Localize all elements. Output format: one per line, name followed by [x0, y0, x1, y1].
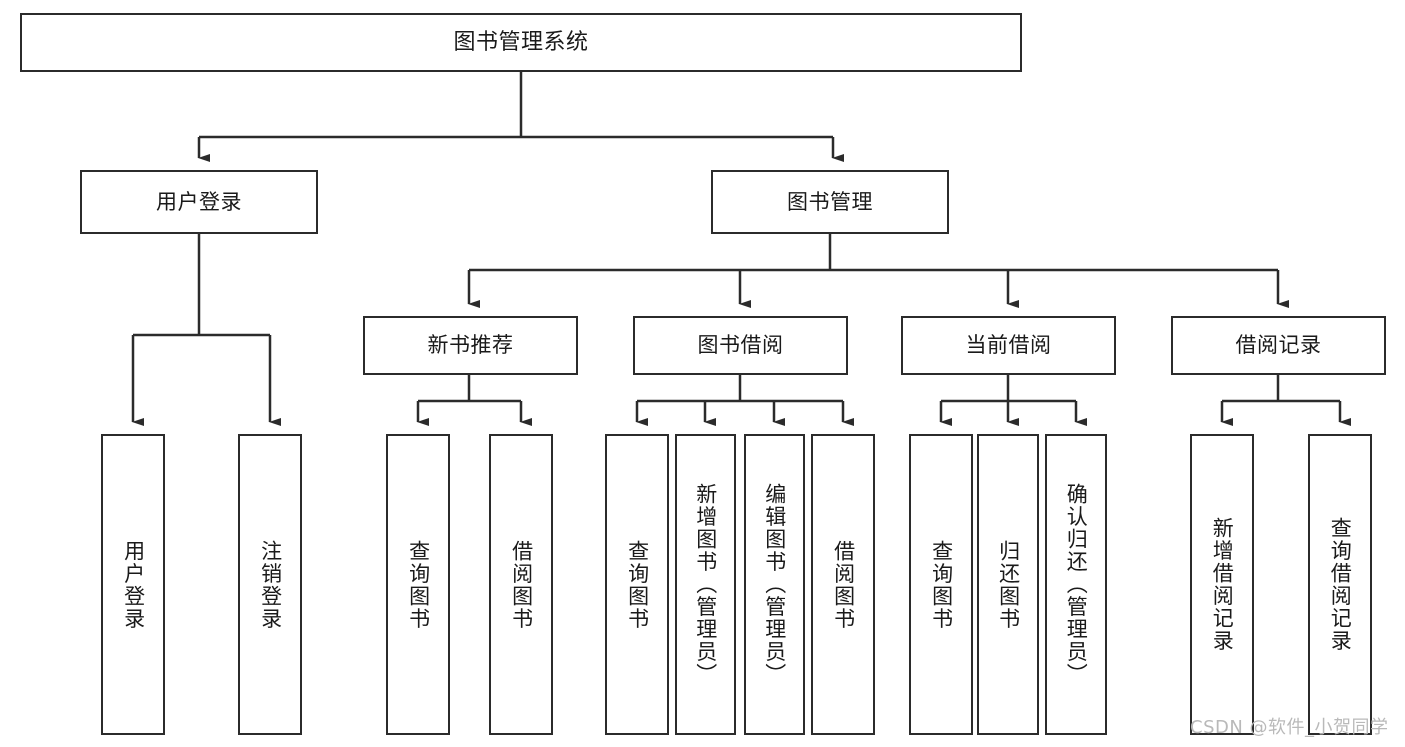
node-label: 确认归还（管理员）: [1064, 483, 1089, 686]
node-borrow-record[interactable]: 借阅记录: [1171, 316, 1386, 375]
node-leaf-query-record[interactable]: 查询借阅记录: [1308, 434, 1372, 735]
node-label: 用户登录: [121, 539, 146, 630]
node-leaf-borrow-book-1[interactable]: 借阅图书: [489, 434, 553, 735]
node-leaf-query-book-2[interactable]: 查询图书: [605, 434, 669, 735]
node-label: 新书推荐: [427, 333, 514, 358]
node-leaf-user-login[interactable]: 用户登录: [101, 434, 165, 735]
node-label: 编辑图书（管理员）: [762, 483, 787, 686]
node-label: 借阅图书: [509, 539, 534, 630]
node-label: 新增图书（管理员）: [693, 483, 718, 686]
node-current-borrow[interactable]: 当前借阅: [901, 316, 1116, 375]
node-new-book-recommend[interactable]: 新书推荐: [363, 316, 578, 375]
node-label: 当前借阅: [965, 333, 1052, 358]
node-label: 查询图书: [625, 539, 650, 630]
node-book-management[interactable]: 图书管理: [711, 170, 949, 234]
node-leaf-confirm-return[interactable]: 确认归还（管理员）: [1045, 434, 1107, 735]
node-leaf-add-record[interactable]: 新增借阅记录: [1190, 434, 1254, 735]
node-leaf-edit-book[interactable]: 编辑图书（管理员）: [744, 434, 805, 735]
node-label: 查询图书: [406, 539, 431, 630]
node-leaf-add-book[interactable]: 新增图书（管理员）: [675, 434, 736, 735]
node-label: 图书管理系统: [453, 29, 589, 55]
node-label: 新增借阅记录: [1210, 517, 1235, 652]
node-label: 查询借阅记录: [1328, 517, 1353, 652]
node-label: 归还图书: [996, 539, 1021, 630]
node-label: 图书借阅: [697, 333, 784, 358]
node-leaf-borrow-book-2[interactable]: 借阅图书: [811, 434, 875, 735]
node-label: 借阅记录: [1235, 333, 1322, 358]
node-label: 注销登录: [258, 539, 283, 630]
node-leaf-query-book-1[interactable]: 查询图书: [386, 434, 450, 735]
node-book-borrow[interactable]: 图书借阅: [633, 316, 848, 375]
node-label: 借阅图书: [831, 539, 856, 630]
csdn-watermark: CSDN @软件_小贺同学: [1190, 717, 1389, 738]
node-leaf-return-book[interactable]: 归还图书: [977, 434, 1039, 735]
node-label: 用户登录: [156, 189, 242, 214]
node-leaf-logout[interactable]: 注销登录: [238, 434, 302, 735]
node-label: 查询图书: [929, 539, 954, 630]
node-label: 图书管理: [787, 189, 873, 214]
node-root-book-management-system[interactable]: 图书管理系统: [20, 13, 1022, 72]
node-user-login[interactable]: 用户登录: [80, 170, 318, 234]
node-leaf-query-book-3[interactable]: 查询图书: [909, 434, 973, 735]
